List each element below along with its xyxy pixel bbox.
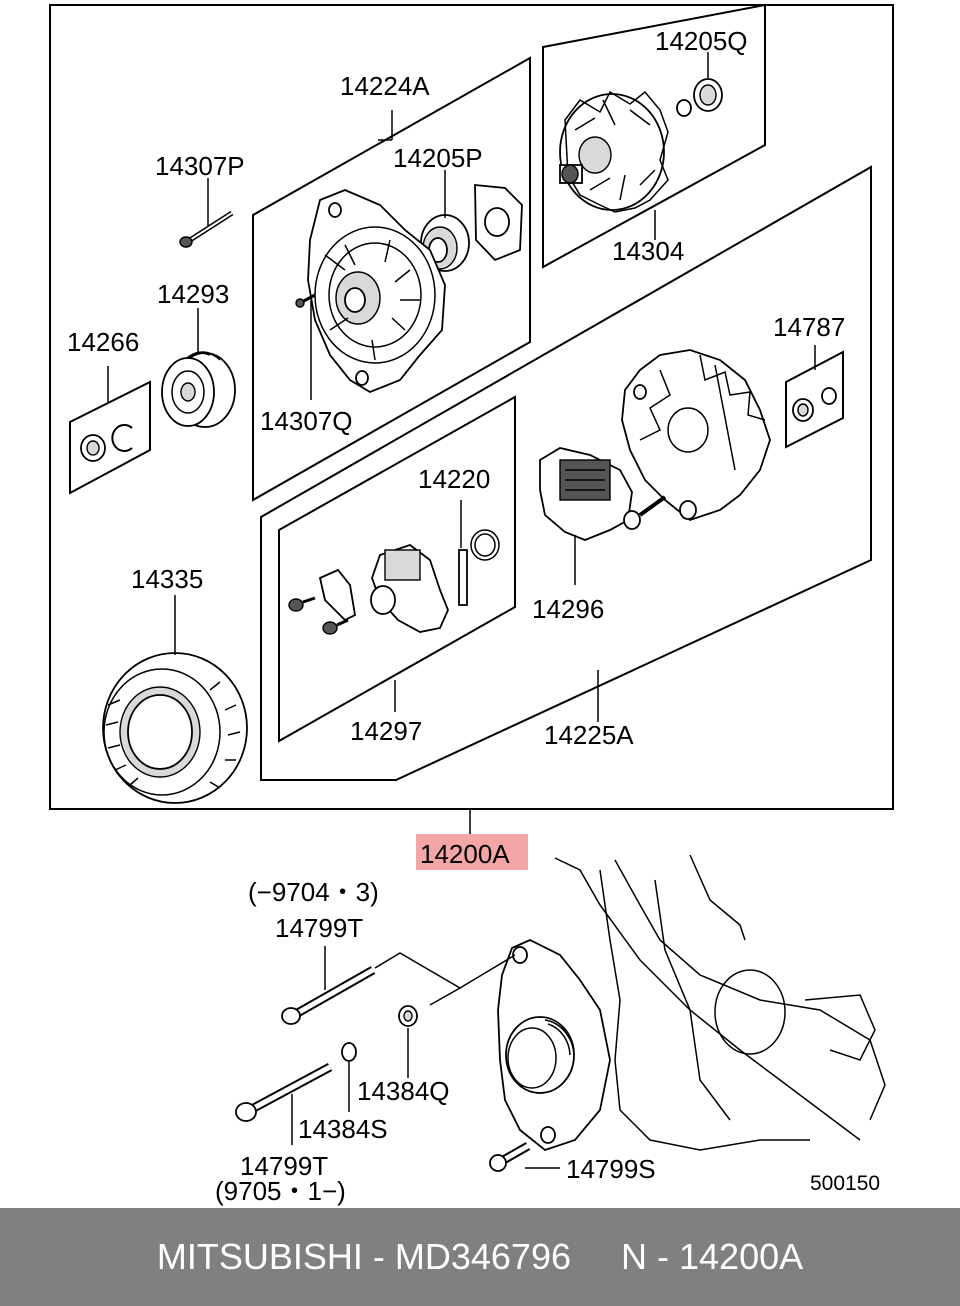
rear-bracket-part (621, 349, 771, 522)
label-14297: 14297 (350, 716, 422, 746)
label-14205P: 14205P (393, 143, 483, 173)
label-14307Q: 14307Q (260, 406, 353, 436)
front-bearing-part (420, 184, 523, 272)
engine-block (554, 854, 886, 1151)
label-14296: 14296 (532, 594, 604, 624)
label-14307P: 14307P (155, 151, 245, 181)
mounting-bolt-long-upper (281, 966, 376, 1025)
footer-part-number: MD346796 (394, 1236, 571, 1277)
label-14384Q: 14384Q (357, 1076, 450, 1106)
exploded-parts-diagram: 14205Q 14224A 14205P 14307P 14304 14293 … (49, 3, 894, 1206)
footer-separator: - (362, 1236, 395, 1277)
rotor-part (559, 90, 669, 213)
footer-gap (571, 1236, 621, 1278)
label-14200A: 14200A (420, 839, 510, 869)
pulley-part (161, 351, 236, 428)
rectifier-part (539, 447, 667, 541)
label-14225A: 14225A (544, 720, 634, 750)
footer-reference: N - 14200A (621, 1236, 804, 1277)
label-14799T-upper: 14799T (275, 913, 363, 943)
through-bolt-part (179, 210, 234, 248)
assembly-frame (49, 4, 894, 810)
label-14205Q: 14205Q (655, 26, 748, 56)
front-bracket-part (307, 189, 446, 394)
label-14266: 14266 (67, 327, 139, 357)
label-14384S: 14384S (298, 1114, 388, 1144)
front-bracket-panel (252, 56, 531, 502)
label-date-range-early: (−9704・3) (248, 877, 379, 907)
assembly-highlight (416, 834, 528, 870)
pulley-nut-part (80, 424, 133, 462)
mounting-bolt-short (489, 1142, 531, 1172)
stator-part (102, 652, 248, 804)
mounting-bolt-long-lower (235, 1063, 333, 1122)
terminal-part (792, 387, 837, 422)
part-info-footer: MITSUBISHI - MD346796 N - 14200A (0, 1208, 960, 1306)
lock-washer-part (341, 1042, 357, 1062)
pulley-nut-panel (69, 380, 151, 495)
regulator-panel (278, 395, 516, 743)
bracket-screw-part (295, 293, 316, 308)
label-14224A: 14224A (340, 71, 430, 101)
label-14220: 14220 (418, 464, 490, 494)
label-14799S: 14799S (566, 1154, 656, 1184)
label-14293: 14293 (157, 279, 229, 309)
regulator-part (288, 543, 449, 635)
footer-brand: MITSUBISHI (156, 1236, 363, 1277)
brush-holder-part (458, 529, 500, 606)
diagram-number: 500150 (810, 1172, 880, 1195)
terminal-panel (785, 350, 844, 449)
rear-bracket-panel (260, 165, 872, 781)
rotor-panel (542, 3, 766, 269)
label-14799T-lower: 14799T (240, 1151, 328, 1181)
washer-part (398, 1005, 418, 1027)
label-14335: 14335 (131, 564, 203, 594)
label-14787: 14787 (773, 312, 845, 342)
rear-bearing-part (676, 78, 723, 117)
installed-alternator (497, 939, 611, 1152)
label-14304: 14304 (612, 236, 684, 266)
label-date-range-late: (9705・1−) (215, 1176, 346, 1206)
